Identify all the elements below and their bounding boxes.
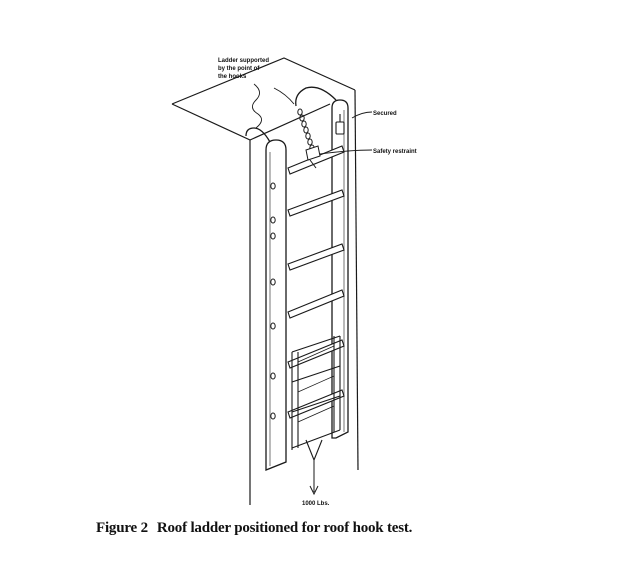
support-leader-2: [273, 87, 295, 105]
figure-number: Figure 2: [96, 520, 148, 536]
secured-leader: [351, 111, 373, 119]
figure-caption: Figure 2 Roof ladder positioned for roof …: [96, 520, 412, 537]
support-callout-line2: by the point of: [218, 66, 260, 72]
load-strap: [305, 439, 323, 462]
figure-caption-text: Roof ladder positioned for roof hook tes…: [156, 520, 413, 536]
restraint-leader: [319, 149, 373, 155]
ladder-left-rail: [265, 139, 287, 471]
secured-callout: Secured: [373, 111, 397, 117]
support-callout-line3: the hooks: [218, 74, 247, 80]
callout-leaders: [252, 83, 373, 155]
building-inner-edge: [249, 103, 331, 141]
building-block: [171, 57, 359, 505]
ladder-rungs: [287, 145, 345, 419]
building-right-edge: [354, 89, 359, 471]
rung-2: [287, 189, 345, 217]
ladder-right-rail: [331, 99, 349, 439]
load-arrow: [309, 460, 319, 496]
load-callout: 1000 Lbs.: [302, 501, 330, 507]
safety-chain: [297, 108, 321, 169]
support-callout-line1: Ladder supported: [218, 58, 269, 64]
left-rail-holes: [270, 182, 276, 420]
rung-4: [287, 289, 345, 319]
building-front-left-edge: [171, 103, 251, 505]
rung-3: [287, 243, 345, 271]
right-roof-hook: [295, 86, 337, 107]
roof-hooks: [245, 86, 337, 143]
lower-ladder-section: [291, 335, 341, 462]
secured-clamp: [335, 114, 345, 135]
building-top-edge: [171, 57, 356, 105]
safety-restraint-callout: Safety restraint: [373, 149, 417, 155]
left-roof-hook: [245, 127, 271, 143]
support-leader: [252, 83, 262, 129]
